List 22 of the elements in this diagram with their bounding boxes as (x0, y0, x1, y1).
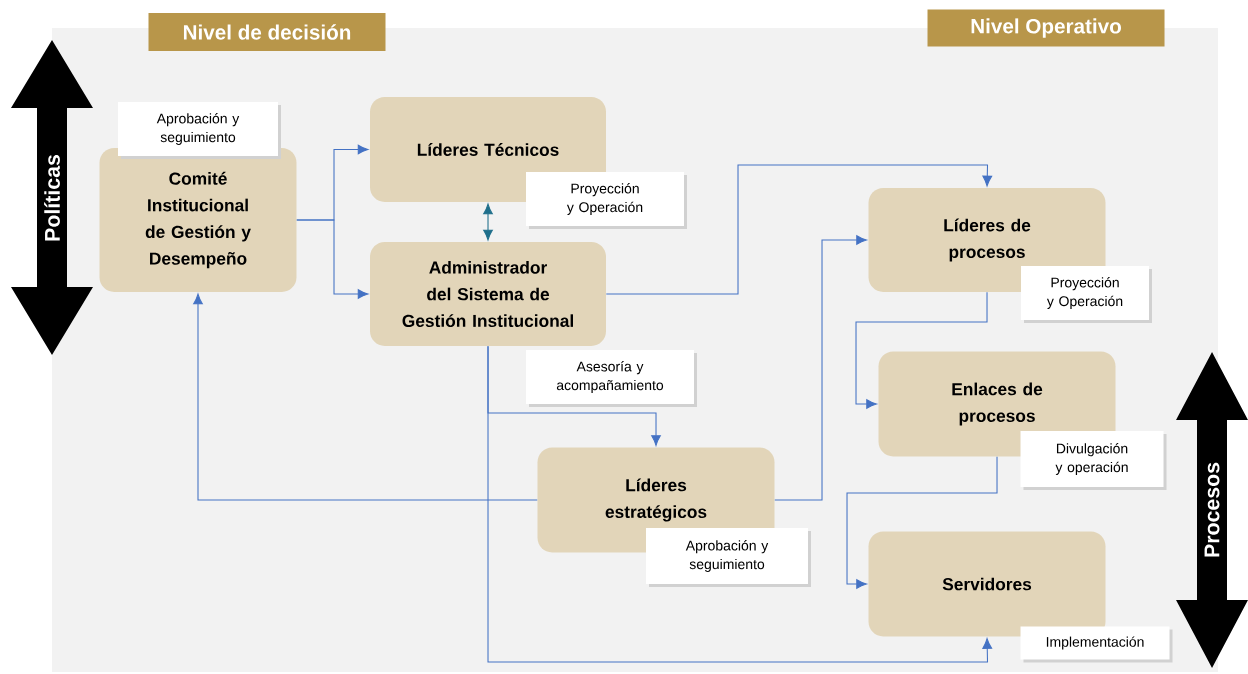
header-badge: Nivel Operativo (927, 9, 1165, 47)
annotation-box: Asesoría y acompañamiento (526, 350, 697, 407)
annotation-box: Proyección y Operación (1021, 266, 1152, 323)
annotation-box: Aprobación y seguimiento (118, 102, 281, 159)
arrow (483, 203, 493, 241)
arrow (193, 293, 538, 501)
arrow (774, 235, 867, 501)
arrow (855, 291, 988, 409)
header-badge: Nivel de decisión (148, 13, 386, 51)
annotation-box: Divulgación y operación (1020, 431, 1167, 490)
annotation-box: Aprobación y seguimiento (646, 528, 811, 587)
arrow (296, 219, 369, 299)
process-box: Comité Institucional de Gestión y Desempeño (99, 148, 297, 292)
arrow (487, 345, 993, 663)
process-box: Administrador del Sistema de Gestión Institucional (370, 242, 606, 346)
annotation-box: Implementación (1020, 626, 1173, 663)
axis-label: Políticas (44, 155, 60, 241)
axis-label: Procesos (1204, 462, 1220, 557)
process-box: Servidores (868, 531, 1106, 637)
annotation-box: Proyección y Operación (526, 172, 687, 229)
arrow (846, 456, 998, 589)
arrow (605, 164, 993, 295)
